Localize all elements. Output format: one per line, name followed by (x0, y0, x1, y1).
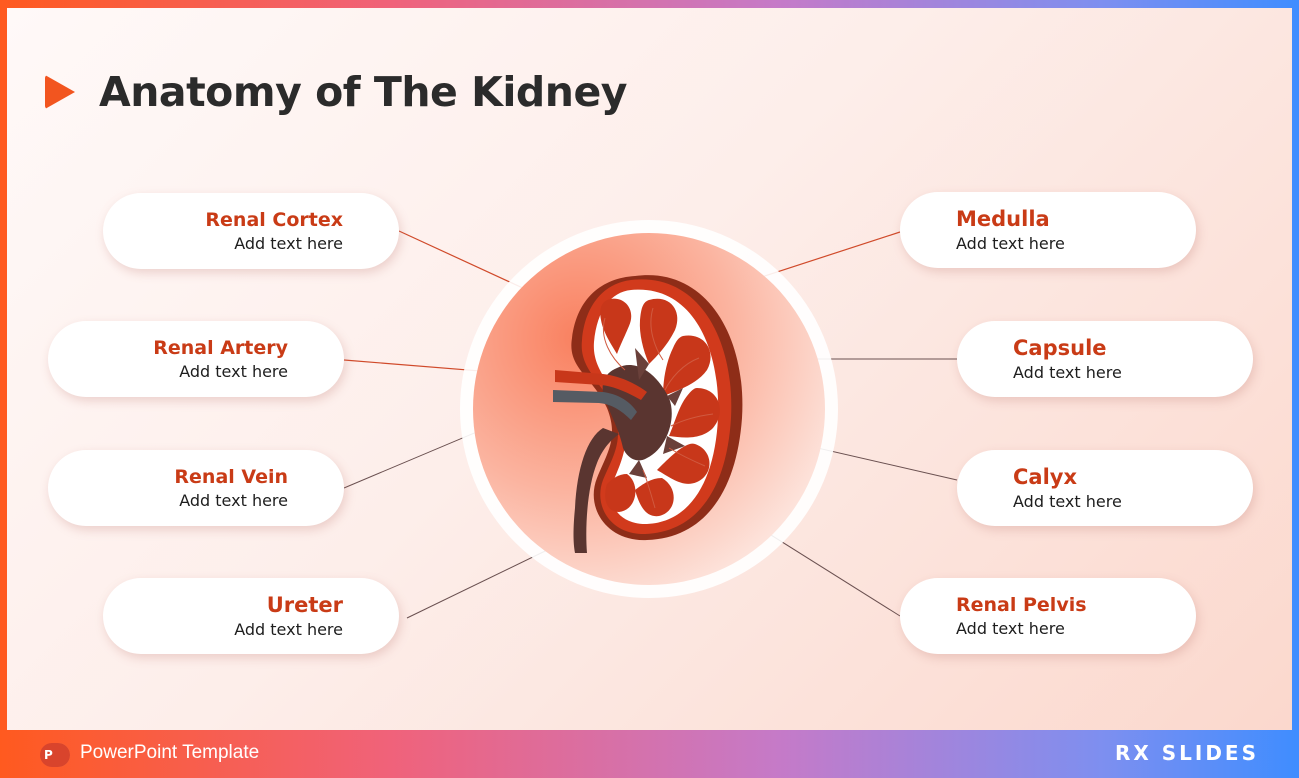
label-medulla: Medulla Add text here (900, 192, 1196, 268)
label-ureter: Ureter Add text here (103, 578, 399, 654)
label-title: Renal Artery (153, 337, 288, 359)
title-row: Anatomy of The Kidney (45, 68, 628, 116)
label-renal-cortex: Renal Cortex Add text here (103, 193, 399, 269)
label-title: Calyx (1013, 465, 1078, 489)
label-title: Renal Vein (174, 466, 288, 488)
label-renal-artery: Renal Artery Add text here (48, 321, 344, 397)
label-renal-pelvis: Renal Pelvis Add text here (900, 578, 1196, 654)
brand-logo: RX SLIDES (1114, 741, 1259, 765)
footer-bar: P PowerPoint Template RX SLIDES (0, 730, 1299, 778)
powerpoint-icon: P (40, 743, 70, 767)
label-title: Renal Cortex (205, 209, 343, 231)
label-body: Add text here (956, 234, 1065, 253)
footer-template-label: PowerPoint Template (80, 742, 260, 763)
slide: Anatomy of The Kidney (7, 8, 1292, 730)
label-capsule: Capsule Add text here (957, 321, 1253, 397)
play-icon (45, 75, 75, 109)
label-body: Add text here (1013, 492, 1122, 511)
label-body: Add text here (179, 362, 288, 381)
label-renal-vein: Renal Vein Add text here (48, 450, 344, 526)
label-body: Add text here (234, 620, 343, 639)
label-title: Capsule (1013, 336, 1107, 360)
kidney-diagram (343, 220, 958, 619)
label-body: Add text here (234, 234, 343, 253)
label-body: Add text here (179, 491, 288, 510)
label-title: Renal Pelvis (956, 594, 1087, 616)
kidney-icon (553, 275, 743, 553)
label-body: Add text here (956, 619, 1065, 638)
label-body: Add text here (1013, 363, 1122, 382)
label-title: Medulla (956, 207, 1050, 231)
page-title: Anatomy of The Kidney (99, 68, 628, 116)
label-calyx: Calyx Add text here (957, 450, 1253, 526)
label-title: Ureter (266, 593, 343, 617)
